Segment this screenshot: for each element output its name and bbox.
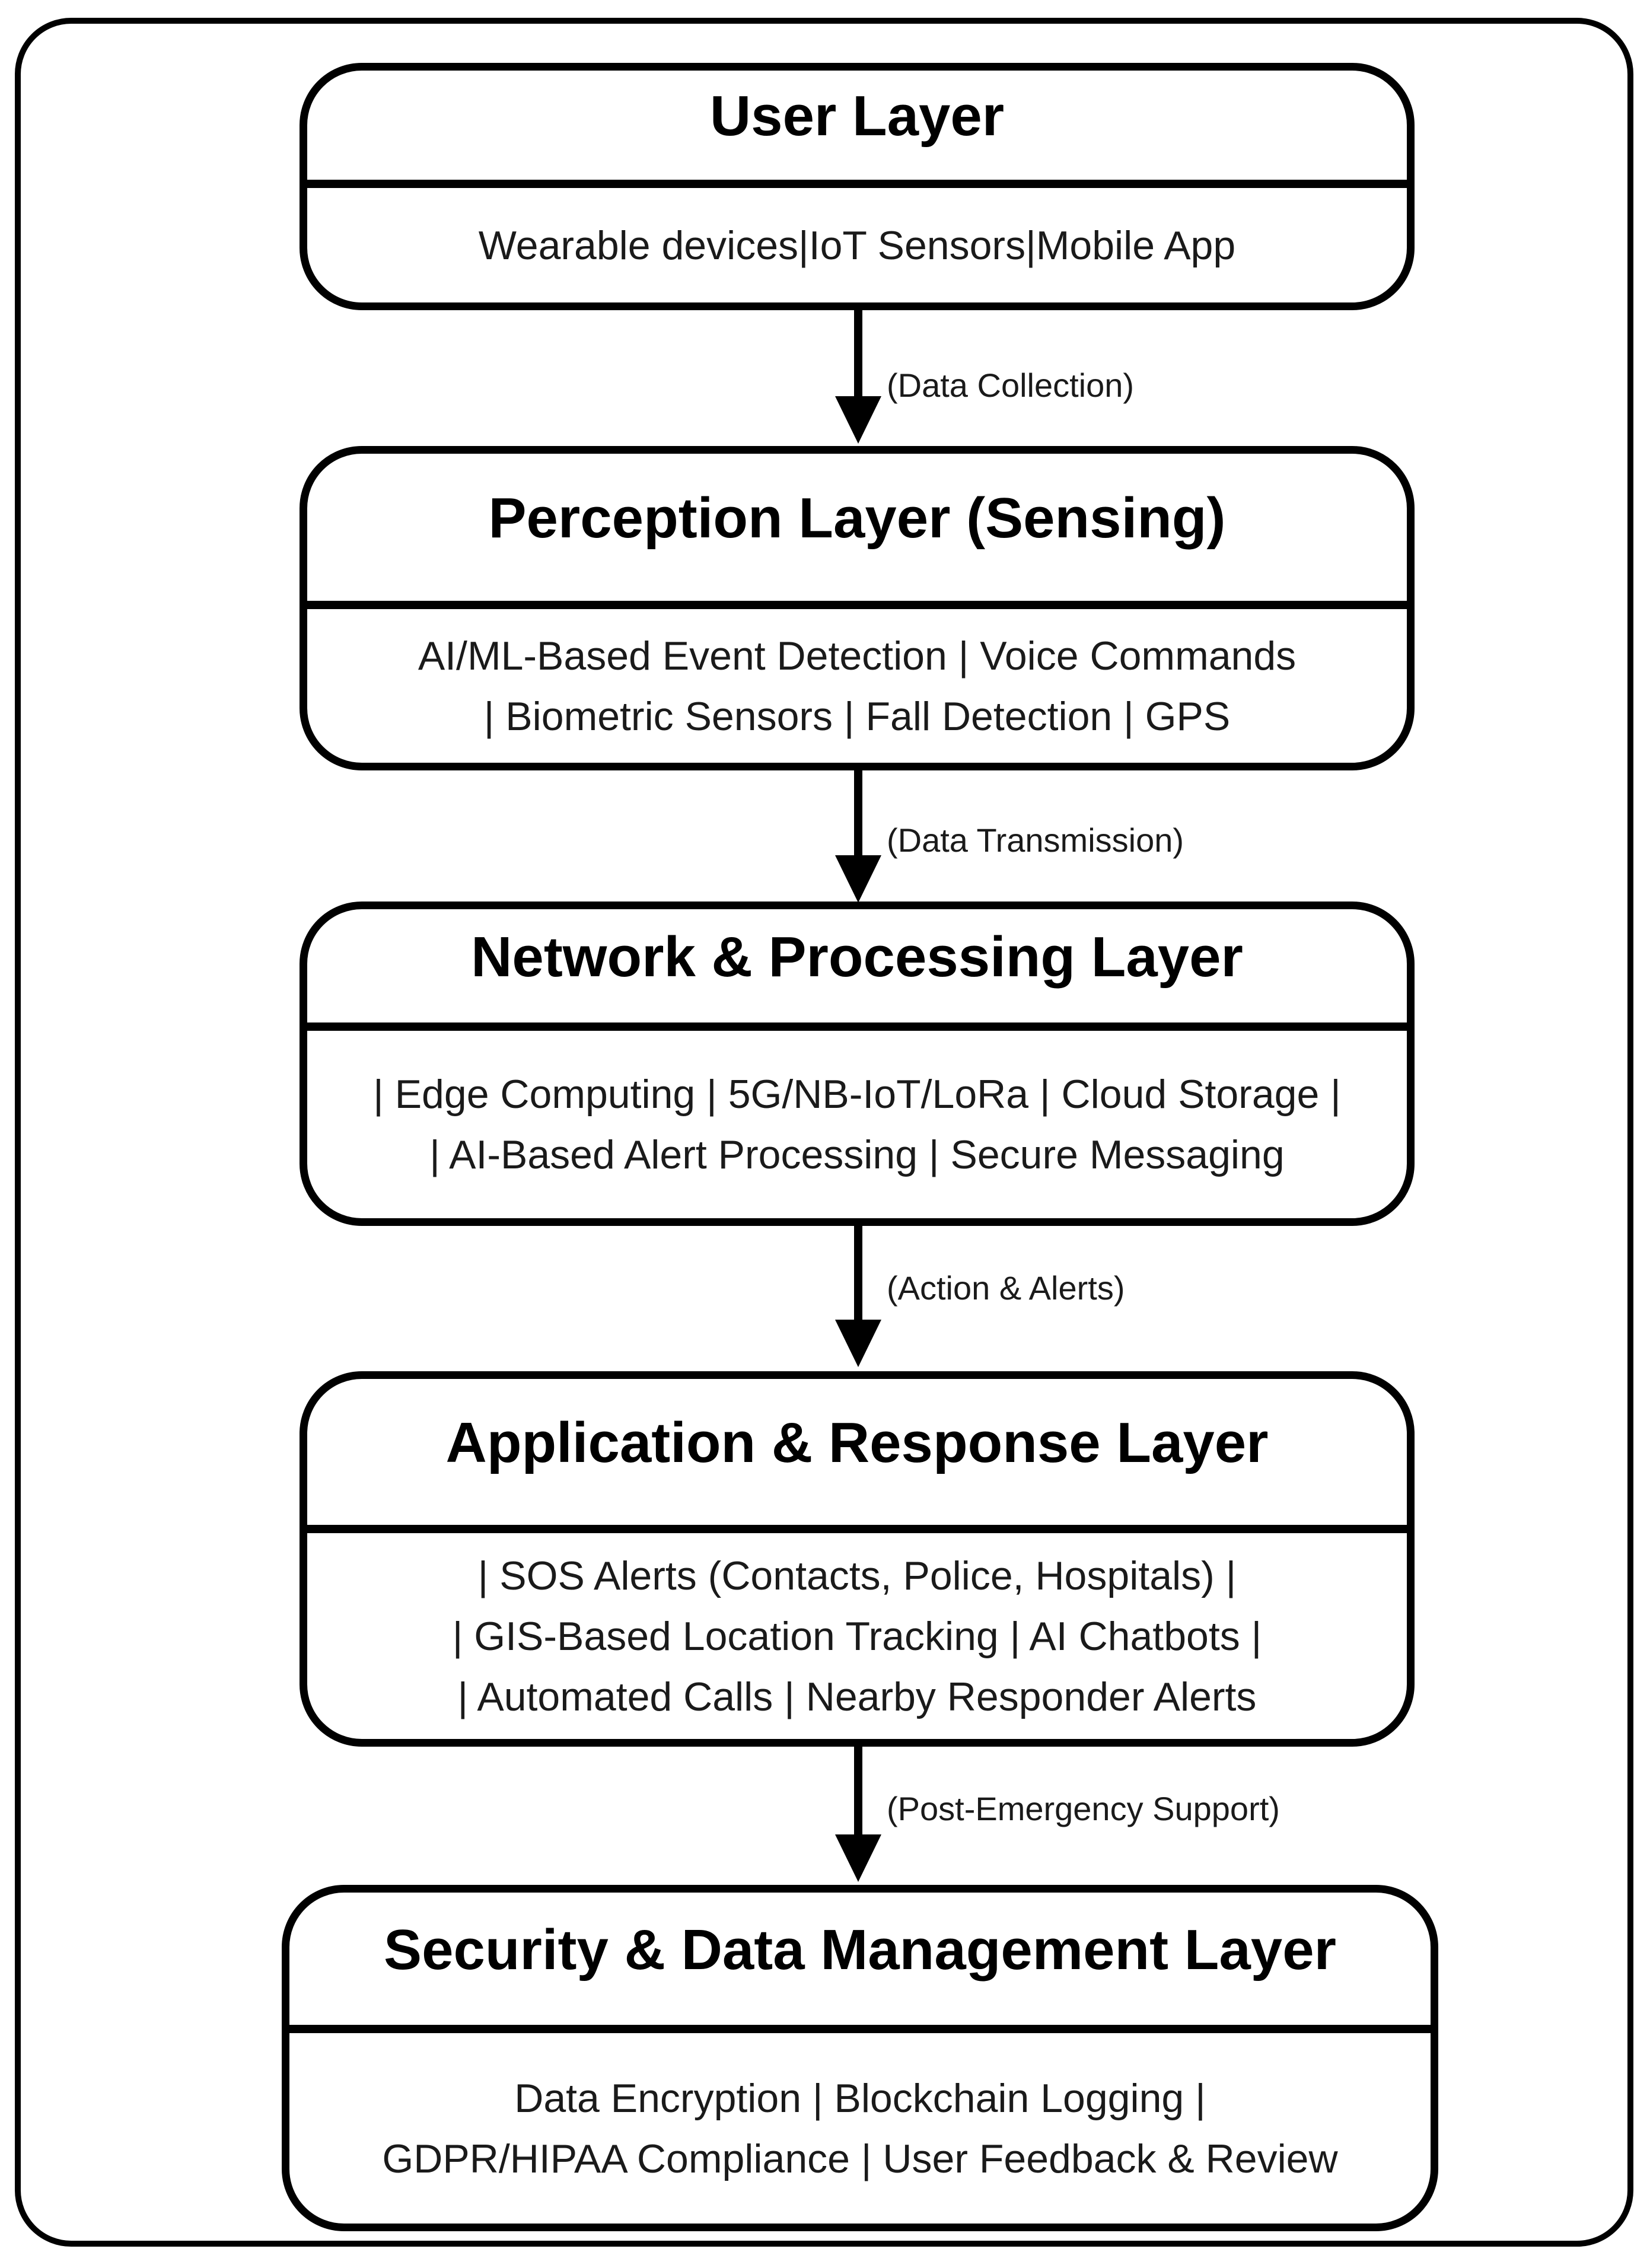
layer-box-user: User Layer Wearable devices|IoT Sensors|… xyxy=(300,63,1415,310)
body-line: AI/ML-Based Event Detection | Voice Comm… xyxy=(418,633,1297,679)
arrow-head-icon xyxy=(835,396,881,444)
outer-border xyxy=(15,18,1633,2247)
body-line: | GIS-Based Location Tracking | AI Chatb… xyxy=(452,1613,1262,1659)
body-line: | Automated Calls | Nearby Responder Ale… xyxy=(457,1674,1257,1719)
body-line: | AI-Based Alert Processing | Secure Mes… xyxy=(429,1132,1285,1177)
body-line: Data Encryption | Blockchain Logging | xyxy=(514,2075,1206,2121)
arrow-label-post-emergency-support: (Post-Emergency Support) xyxy=(887,1790,1280,1827)
layer-title-user: User Layer xyxy=(307,71,1407,188)
arrow-head-icon xyxy=(835,1320,881,1367)
arrow-label-action-alerts: (Action & Alerts) xyxy=(887,1269,1125,1307)
layer-title-network: Network & Processing Layer xyxy=(307,909,1407,1031)
layer-box-perception: Perception Layer (Sensing) AI/ML-Based E… xyxy=(300,446,1415,770)
arrow-head-icon xyxy=(835,855,881,903)
layer-title-application: Application & Response Layer xyxy=(307,1379,1407,1533)
body-line: GDPR/HIPAA Compliance | User Feedback & … xyxy=(382,2136,1338,2181)
layer-box-network: Network & Processing Layer | Edge Comput… xyxy=(300,902,1415,1226)
layer-box-security: Security & Data Management Layer Data En… xyxy=(282,1885,1438,2231)
layer-title-perception: Perception Layer (Sensing) xyxy=(307,454,1407,609)
layer-body-security: Data Encryption | Blockchain Logging | G… xyxy=(289,2033,1431,2224)
arrow-line xyxy=(854,1224,862,1322)
arrow-label-data-transmission: (Data Transmission) xyxy=(887,821,1184,859)
arrow-line xyxy=(854,1745,862,1837)
arrow-head-icon xyxy=(835,1834,881,1882)
layer-title-security: Security & Data Management Layer xyxy=(289,1893,1431,2033)
arrow-line xyxy=(854,769,862,858)
layer-body-network: | Edge Computing | 5G/NB-IoT/LoRa | Clou… xyxy=(307,1031,1407,1218)
body-line: | Biometric Sensors | Fall Detection | G… xyxy=(483,693,1231,739)
layer-body-user: Wearable devices|IoT Sensors|Mobile App xyxy=(307,188,1407,302)
layer-body-application: | SOS Alerts (Contacts, Police, Hospital… xyxy=(307,1533,1407,1739)
body-line: Wearable devices|IoT Sensors|Mobile App xyxy=(478,222,1236,268)
layer-body-perception: AI/ML-Based Event Detection | Voice Comm… xyxy=(307,609,1407,763)
layer-box-application: Application & Response Layer | SOS Alert… xyxy=(300,1371,1415,1747)
body-line: | Edge Computing | 5G/NB-IoT/LoRa | Clou… xyxy=(373,1072,1341,1117)
arrow-line xyxy=(854,308,862,400)
body-line: | SOS Alerts (Contacts, Police, Hospital… xyxy=(477,1553,1237,1598)
arrow-label-data-collection: (Data Collection) xyxy=(887,367,1135,404)
